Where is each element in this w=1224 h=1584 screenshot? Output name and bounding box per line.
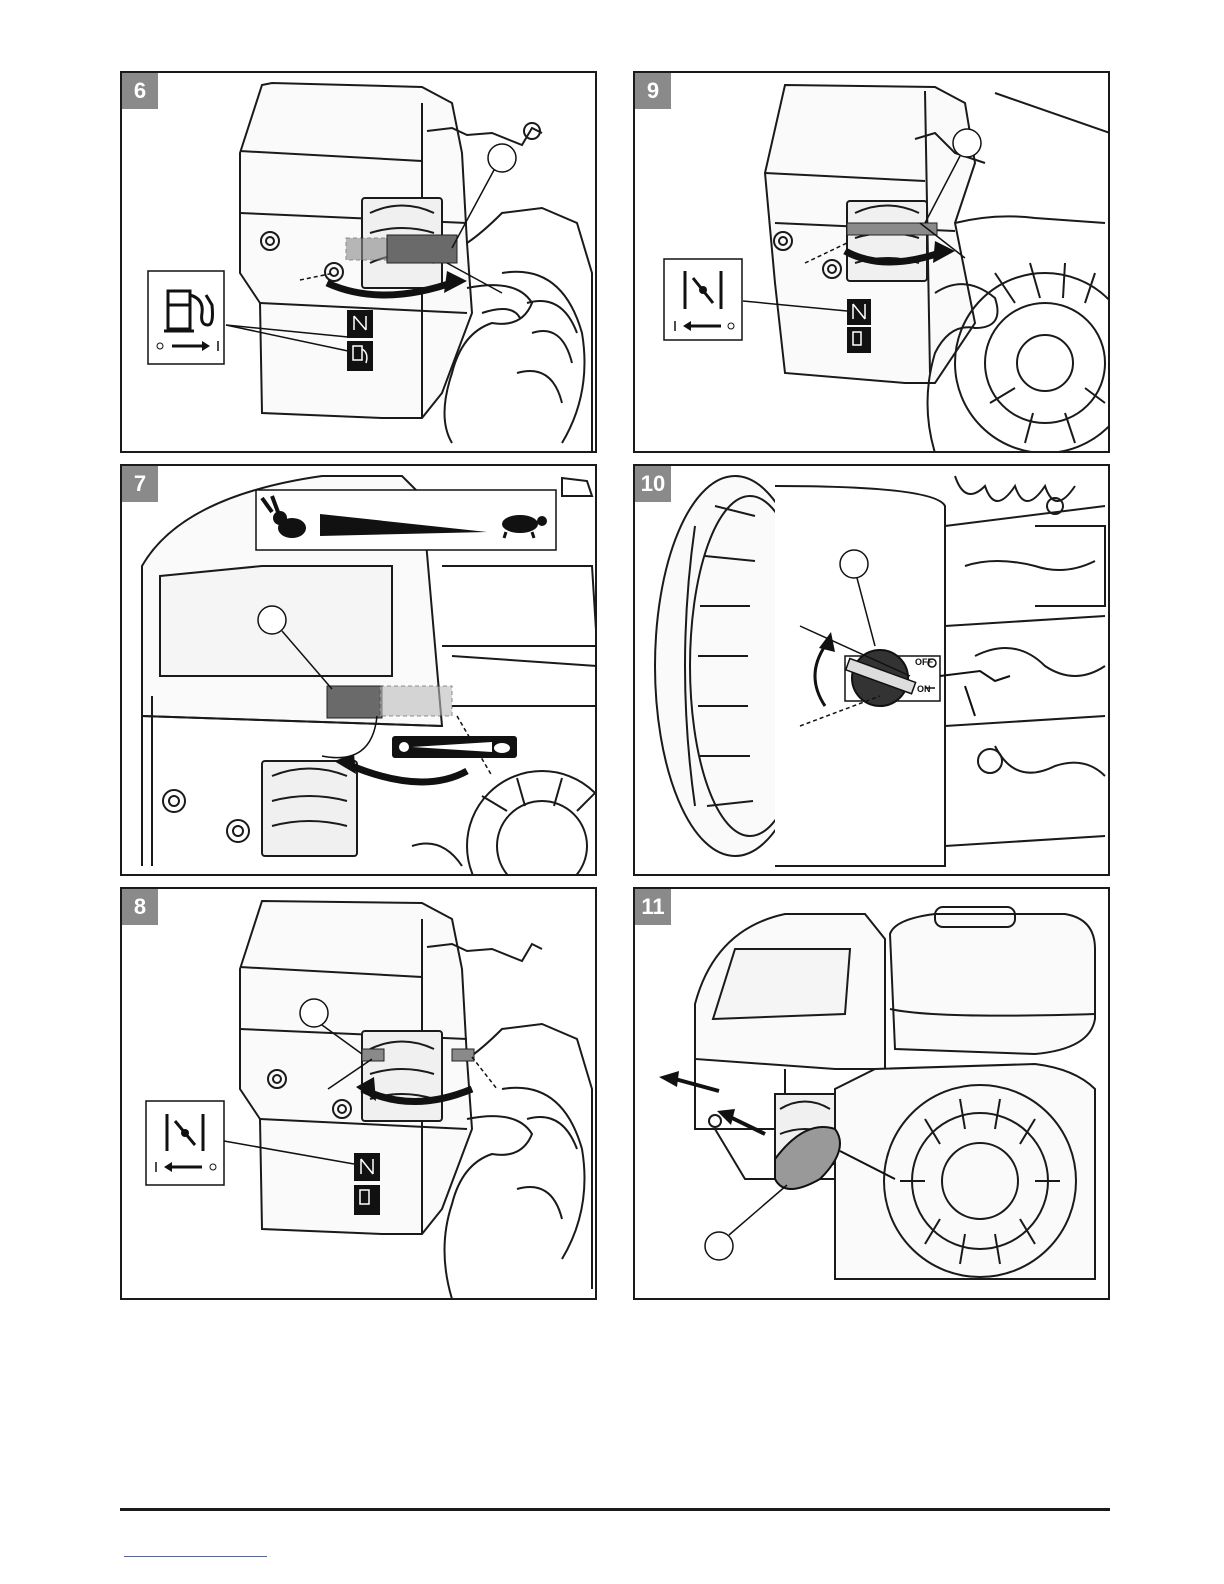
figure-10: 10 OFF O bbox=[633, 464, 1110, 876]
figure-6: 6 bbox=[120, 71, 597, 453]
figure-number: 11 bbox=[635, 889, 671, 925]
engine-drawing bbox=[635, 889, 1110, 1300]
callout-circle bbox=[488, 144, 516, 172]
figure-11: 11 bbox=[633, 887, 1110, 1300]
callout-circle bbox=[953, 129, 981, 157]
figure-number: 9 bbox=[635, 73, 671, 109]
figure-8: 8 bbox=[120, 887, 597, 1300]
figure-number: 10 bbox=[635, 466, 671, 502]
choke-icon bbox=[146, 1101, 224, 1185]
figure-number: 8 bbox=[122, 889, 158, 925]
figure-number: 7 bbox=[122, 466, 158, 502]
engine-drawing bbox=[122, 73, 597, 453]
engine-drawing bbox=[122, 889, 597, 1300]
fuel-pump-icon bbox=[148, 271, 224, 364]
figure-number: 6 bbox=[122, 73, 158, 109]
engine-drawing bbox=[635, 466, 1110, 876]
engine-drawing bbox=[122, 466, 597, 876]
switch-on-label: ON bbox=[917, 684, 931, 694]
speed-control-sign bbox=[256, 490, 556, 550]
callout-circle bbox=[705, 1232, 733, 1260]
switch-off-label: OFF bbox=[915, 657, 933, 667]
choke-icon bbox=[664, 259, 742, 340]
engine-drawing bbox=[635, 73, 1110, 453]
footer-rule bbox=[120, 1508, 1110, 1511]
figure-9: 9 bbox=[633, 71, 1110, 453]
footer-link-underline[interactable] bbox=[124, 1556, 267, 1557]
callout-circle bbox=[300, 999, 328, 1027]
speed-label bbox=[392, 736, 517, 758]
callout-circle bbox=[840, 550, 868, 578]
figure-7: 7 bbox=[120, 464, 597, 876]
callout-circle bbox=[258, 606, 286, 634]
